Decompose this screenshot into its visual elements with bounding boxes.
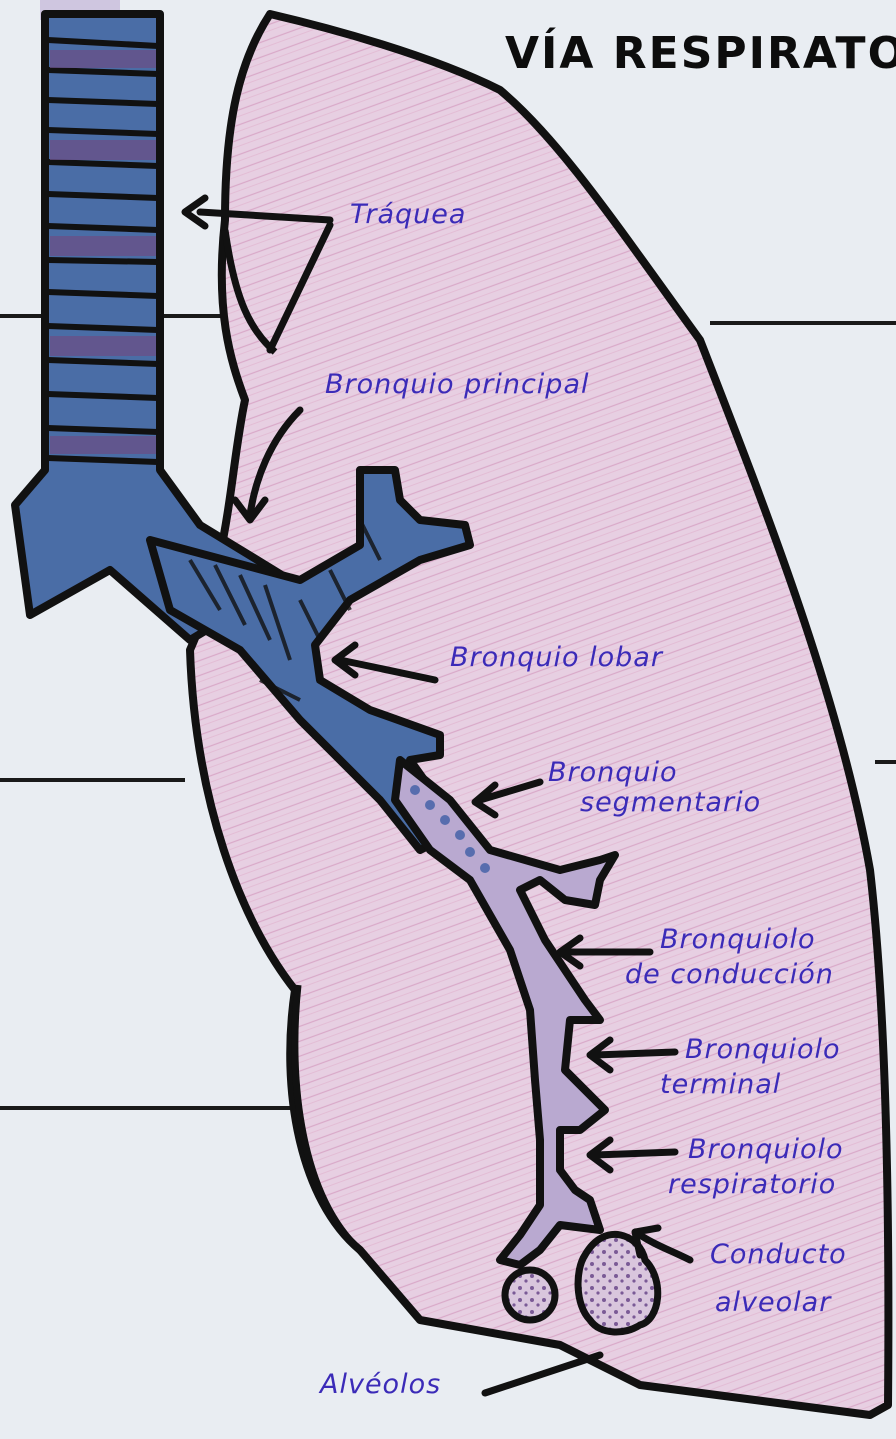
label-bronquiolo-respiratorio-2: respiratorio: [668, 1170, 836, 1200]
label-bronquiolo-terminal-1: Bronquiolo: [685, 1035, 841, 1065]
label-bronquiolo-conduccion-2: de conducción: [625, 960, 834, 990]
label-bronquiolo-terminal-2: terminal: [660, 1070, 781, 1100]
label-alveolos: Alvéolos: [320, 1370, 441, 1400]
page-title: VÍA RESPIRATO: [505, 28, 896, 79]
label-bronquio-segmentario-2: segmentario: [580, 788, 761, 818]
label-bronquiolo-respiratorio-1: Bronquiolo: [688, 1135, 844, 1165]
label-traquea: Tráquea: [350, 200, 466, 230]
label-bronquio-lobar: Bronquio lobar: [450, 643, 663, 673]
label-bronquio-principal: Bronquio principal: [325, 370, 590, 400]
arrow-alveolos: [485, 1355, 600, 1393]
label-bronquiolo-conduccion-1: Bronquiolo: [660, 925, 816, 955]
alveolus-left: [505, 1270, 555, 1320]
label-bronquio-segmentario-1: Bronquio: [548, 758, 678, 788]
label-conducto-alveolar-2: alveolar: [715, 1288, 831, 1318]
label-conducto-alveolar-1: Conducto: [710, 1240, 847, 1270]
